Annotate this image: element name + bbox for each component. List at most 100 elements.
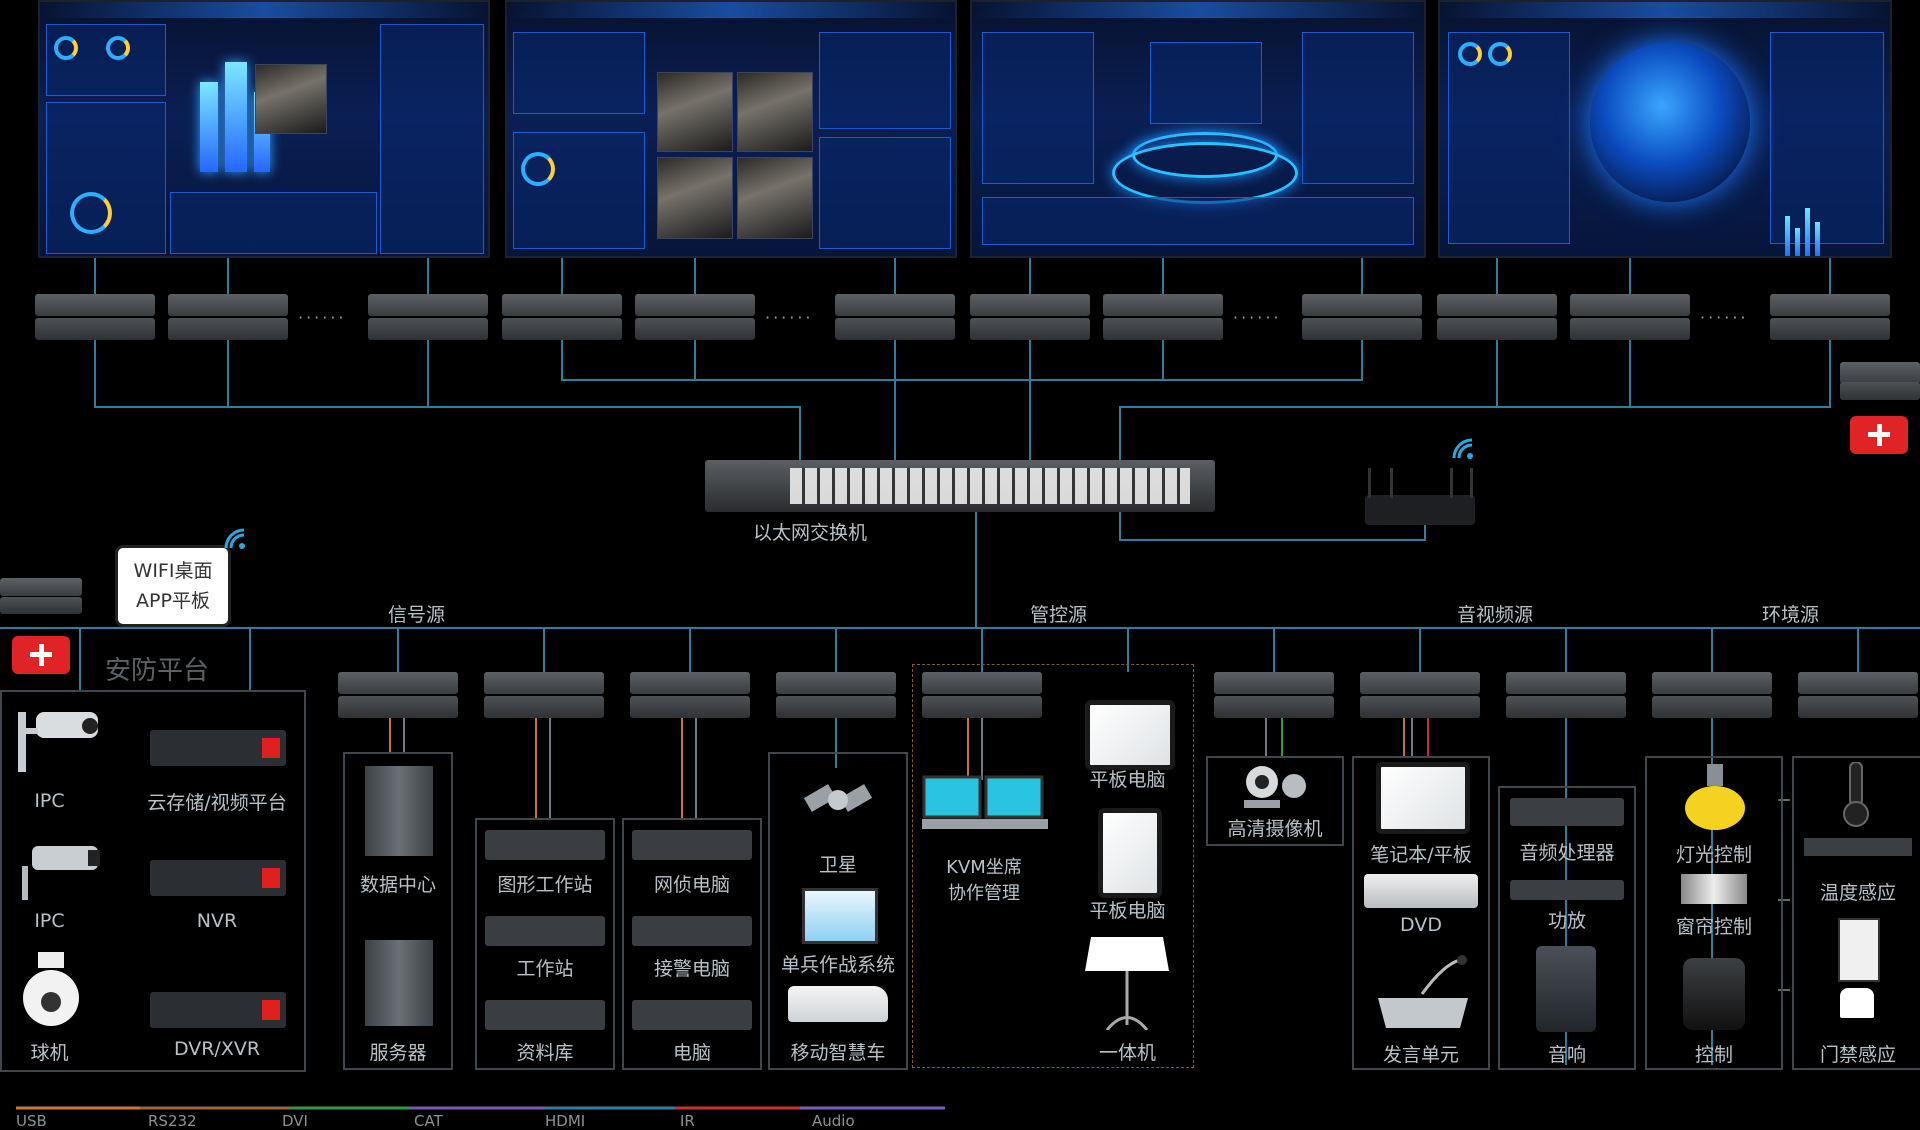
ellipsis: ······ (298, 308, 347, 327)
display-screen-2 (505, 0, 957, 258)
panel (1302, 32, 1414, 184)
hd-camera-label: 高清摄像机 (1227, 818, 1323, 840)
extender-box (776, 672, 896, 718)
legend-audio: Audio (812, 1112, 855, 1130)
extender-box (35, 294, 155, 340)
satellite-icon (798, 760, 878, 840)
ethernet-switch (705, 460, 1215, 512)
server-rack-icon (365, 766, 433, 856)
workstation-device (485, 916, 605, 946)
panel (1150, 42, 1262, 124)
switch-label: 以太网交换机 (752, 522, 867, 544)
all-in-one-icon (1085, 935, 1169, 1031)
netframe-pc-label: 网侦电脑 (653, 874, 730, 896)
extender-box (168, 294, 288, 340)
microphone-unit-icon (1374, 954, 1472, 1030)
router-antenna (1450, 468, 1453, 498)
cloud-storage-device (150, 730, 286, 766)
panel (170, 192, 377, 254)
camera-group: 高清摄像机 (1206, 756, 1344, 846)
light-control-label: 灯光控制 (1675, 844, 1752, 866)
chart-bar (1815, 222, 1820, 256)
extender-box (484, 672, 604, 718)
category-control: 管控源 (1030, 604, 1088, 626)
tablet-label-2: 平板电脑 (1089, 900, 1166, 922)
soldier-system-label: 单兵作战系统 (780, 954, 895, 976)
wifi-icon (1452, 438, 1473, 459)
panel (982, 197, 1414, 245)
extender-box (835, 294, 955, 340)
camera-feed (737, 72, 813, 152)
amplifier-device (1510, 880, 1624, 900)
bar-chart-panel (819, 137, 951, 249)
ipc-label-1: IPC (34, 790, 65, 812)
wifi-tablet: WIFI桌面 APP平板 (115, 545, 231, 627)
donut-chart (70, 192, 112, 234)
amplifier-label: 功放 (1547, 910, 1586, 932)
chart-bar (1785, 216, 1790, 256)
monitor-icon (802, 888, 878, 944)
graphics-workstation-label: 图形工作站 (497, 874, 593, 896)
extender-box (1798, 672, 1920, 718)
curtain-icon (1681, 874, 1747, 904)
add-icon[interactable] (12, 636, 70, 674)
category-av: 音视频源 (1457, 604, 1534, 626)
database-device (485, 1000, 605, 1030)
dvd-label: DVD (1400, 914, 1442, 936)
extender-box (1652, 672, 1772, 718)
extender-box (1214, 672, 1334, 718)
alarm-pc-device (632, 916, 752, 946)
category-env: 环境源 (1762, 604, 1820, 626)
laptop-group: 笔记本/平板 DVD 发言单元 (1352, 756, 1490, 1070)
camera-feed (657, 157, 733, 239)
extender-box (635, 294, 755, 340)
vehicle-icon (788, 986, 888, 1022)
workstation-label: 工作站 (516, 958, 574, 980)
ellipsis: ······ (1233, 308, 1282, 327)
panel (380, 24, 484, 254)
extender-box (1437, 294, 1557, 340)
panel (513, 132, 645, 249)
hd-camera-icon (1238, 762, 1308, 810)
laptop-tablet-icon (1376, 762, 1470, 834)
legend-usb: USB (16, 1112, 47, 1130)
curtain-control-label: 窗帘控制 (1675, 916, 1752, 938)
wifi-icon (224, 528, 245, 549)
extender-box (0, 578, 82, 614)
ipc-camera-icon (14, 842, 104, 902)
ellipsis: ······ (765, 308, 814, 327)
alarm-pc-label: 接警电脑 (653, 958, 730, 980)
pc-group: 网侦电脑 接警电脑 电脑 (622, 818, 762, 1070)
control-label: 控制 (1694, 1044, 1733, 1066)
smart-control-icon (1683, 958, 1745, 1030)
temp-sensor-device (1804, 838, 1912, 856)
panel (982, 32, 1094, 184)
add-icon[interactable] (1850, 416, 1908, 454)
door-icon (1838, 918, 1880, 982)
display-screen-1 (38, 0, 490, 258)
wifi-tablet-line2: APP平板 (136, 590, 210, 612)
audio-processor-label: 音频处理器 (1519, 842, 1615, 864)
speaker-icon (1536, 946, 1596, 1032)
cloud-storage-label: 云存储/视频平台 (147, 792, 287, 814)
temp-sensor-label: 温度感应 (1819, 882, 1896, 904)
mic-unit-label: 发言单元 (1382, 1044, 1459, 1066)
light-bulb-icon (1683, 764, 1747, 834)
workstation-group: 图形工作站 工作站 资料库 (475, 818, 615, 1070)
legend-cat: CAT (414, 1112, 443, 1130)
control-group (912, 664, 1194, 1068)
datacenter-label: 数据中心 (359, 874, 436, 896)
gauge (1488, 42, 1512, 66)
router-antenna (1368, 468, 1371, 498)
dome-camera-icon (18, 952, 84, 1032)
nvr-device (150, 860, 286, 896)
extender-box (502, 294, 622, 340)
server-label: 服务器 (369, 1042, 427, 1064)
panel (46, 24, 166, 96)
extender-box (1302, 294, 1422, 340)
extender-box (1360, 672, 1480, 718)
lock-icon (1840, 988, 1874, 1018)
city-tower (200, 82, 218, 172)
line-chart-panel (819, 32, 951, 129)
dvr-label: DVR/XVR (173, 1038, 261, 1060)
